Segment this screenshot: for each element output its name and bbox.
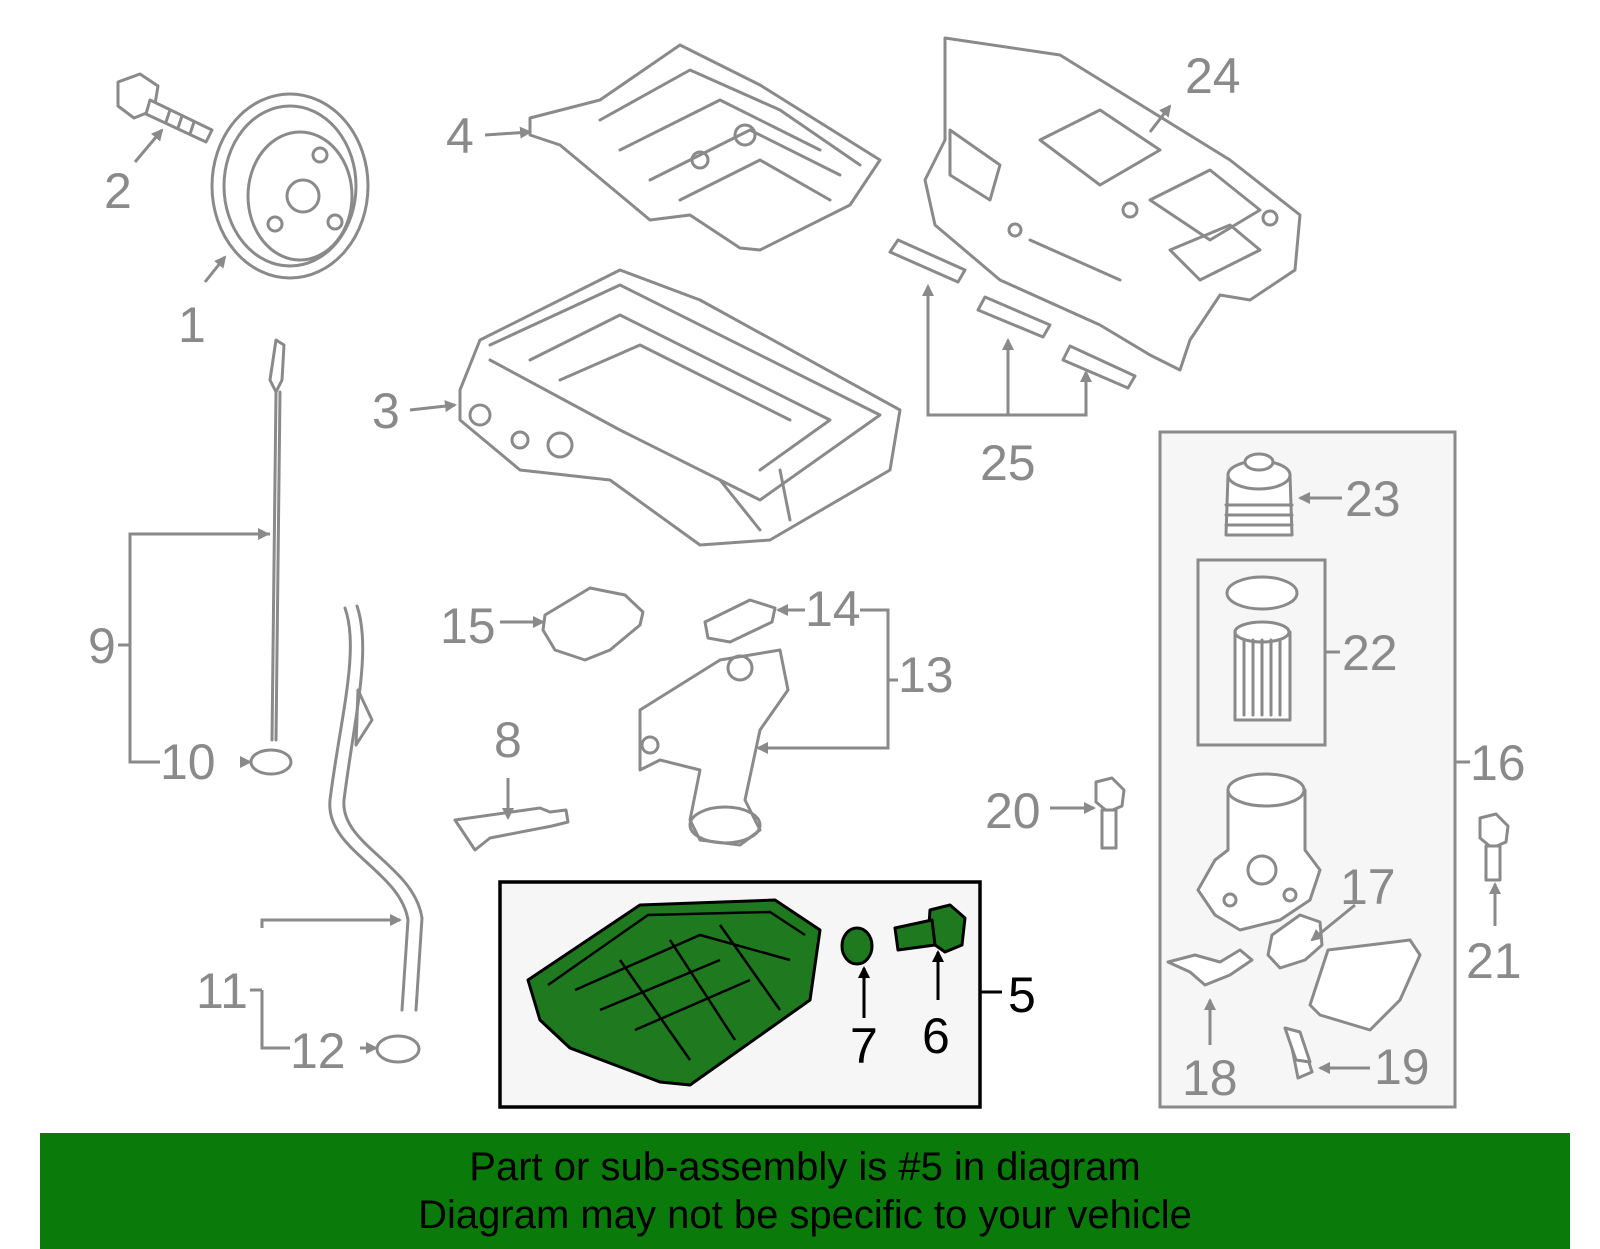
part-7-plug-gasket (840, 926, 874, 966)
banner-line-1: Part or sub-assembly is #5 in diagram (469, 1145, 1141, 1189)
part-18-bracket (1166, 948, 1254, 987)
banner-line-2: Diagram may not be specific to your vehi… (418, 1193, 1192, 1237)
part-5-oil-pan (526, 898, 822, 1087)
callout-13: 13 (898, 647, 954, 703)
part-17-gasket (1266, 913, 1324, 970)
part-25-gaskets (888, 238, 1137, 390)
callout-22: 22 (1342, 625, 1398, 681)
callout-15: 15 (440, 598, 496, 654)
callout-19: 19 (1374, 1039, 1430, 1095)
callout-21: 21 (1466, 933, 1522, 989)
callout-3: 3 (372, 383, 400, 439)
callout-2: 2 (104, 163, 132, 219)
part-19-plate (1308, 938, 1422, 1032)
callout-25: 25 (980, 435, 1036, 491)
callout-6: 6 (922, 1008, 950, 1064)
part-11-tube (328, 604, 424, 1012)
callout-1: 1 (178, 297, 206, 353)
part-20-bolt (1094, 776, 1126, 850)
part-10-washer (249, 748, 293, 776)
callout-20: 20 (985, 783, 1041, 839)
part-14-gasket (703, 598, 777, 644)
part-8-strainer (453, 806, 570, 852)
part-1-pulley (210, 92, 370, 280)
part-15-cover (541, 586, 645, 662)
info-banner: Part or sub-assembly is #5 in diagram Di… (40, 1133, 1570, 1249)
part-16-housing (1196, 772, 1322, 932)
part-6-drain-plug (893, 903, 967, 954)
callout-24: 24 (1185, 48, 1241, 104)
part-13-oil-pump (638, 648, 790, 847)
callout-7: 7 (850, 1018, 878, 1074)
part-22-filter-element (1225, 575, 1299, 722)
part-12-washer (375, 1034, 421, 1064)
callout-9: 9 (88, 618, 116, 674)
part-21-bolt (1478, 812, 1510, 882)
callout-23: 23 (1345, 471, 1401, 527)
callout-4: 4 (446, 108, 474, 164)
callout-12: 12 (290, 1023, 346, 1079)
part-3-oil-pan-upper (458, 268, 902, 547)
callout-16: 16 (1470, 735, 1526, 791)
callout-10: 10 (160, 734, 216, 790)
part-9-dipstick (268, 338, 286, 742)
callout-17: 17 (1340, 859, 1396, 915)
group-box-16 (1158, 430, 1457, 1109)
part-19-bolt (1283, 1026, 1314, 1080)
callout-11: 11 (196, 963, 248, 1019)
part-23-filter-cap (1224, 452, 1294, 537)
leader-lines (118, 104, 1501, 1074)
callout-8: 8 (494, 712, 522, 768)
callout-14: 14 (805, 581, 861, 637)
callout-5: 5 (1008, 967, 1036, 1023)
part-4-frame (528, 43, 882, 252)
part-2-bolt (116, 72, 214, 144)
part-24-cover (923, 36, 1302, 372)
callout-18: 18 (1182, 1050, 1238, 1106)
